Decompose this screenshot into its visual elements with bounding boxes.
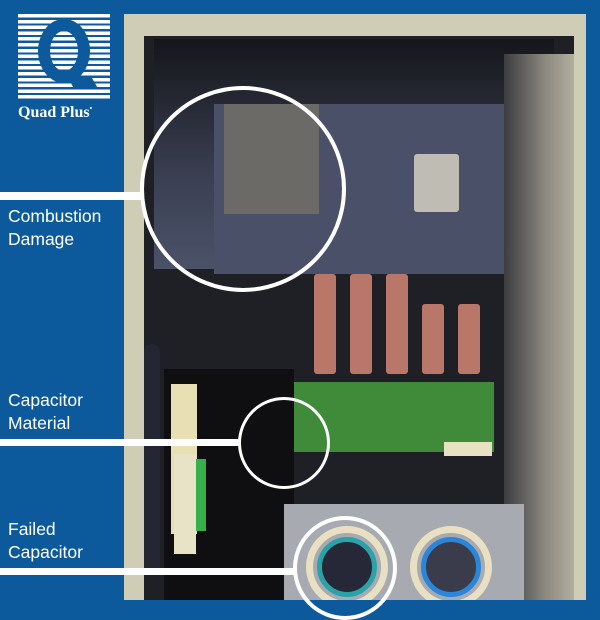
brand-name: Quad Plus•	[18, 104, 93, 121]
quad-plus-q-logo-icon	[18, 14, 110, 100]
callout-label-combustion: Combustion Damage	[8, 206, 102, 249]
combustion-damage-highlight	[140, 86, 346, 292]
failed-capacitor-highlight	[293, 516, 397, 620]
capacitor-material-highlight	[238, 397, 330, 489]
quad-plus-logo: Quad Plus•	[18, 14, 110, 122]
fuse-holder	[414, 154, 459, 212]
callout-line-failed	[0, 568, 296, 575]
callout-label-failed: Failed Capacitor	[8, 519, 83, 562]
callout-line-combustion	[0, 192, 142, 200]
callout-label-material: Capacitor Material	[8, 390, 83, 433]
callout-line-material	[0, 439, 240, 446]
cable	[144, 344, 160, 574]
terminal-block	[196, 459, 206, 531]
capacitor	[410, 526, 492, 600]
